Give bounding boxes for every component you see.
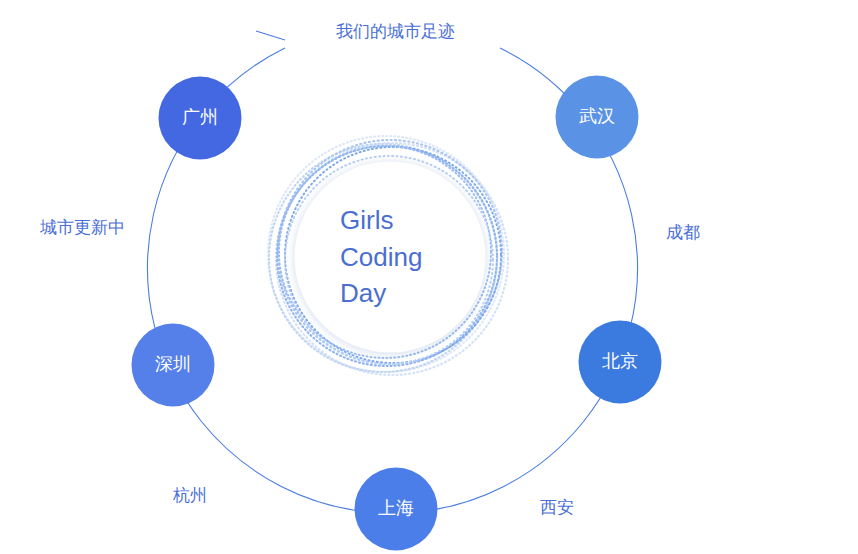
- ring-arrowhead: [256, 31, 285, 40]
- city-circle-fill: [355, 468, 438, 551]
- center-circle: Girls Coding Day: [294, 161, 486, 353]
- diagram-heading: 我们的城市足迹: [334, 20, 457, 43]
- city-name: 广州: [182, 107, 218, 129]
- city-circle: 上海: [354, 467, 438, 551]
- dotted-wave-ring: [268, 136, 508, 375]
- status-label: 城市更新中: [38, 216, 127, 239]
- city-circle-fill: [159, 77, 242, 160]
- city-circle-fill: [132, 324, 215, 407]
- city-circle-fill: [579, 321, 662, 404]
- city-circle: 深圳: [131, 323, 215, 407]
- city-name: 北京: [602, 351, 638, 373]
- center-circle-fill: [295, 162, 486, 353]
- city-name: 上海: [378, 498, 414, 520]
- event-title: Girls Coding Day: [340, 202, 440, 311]
- city-name: 武汉: [579, 106, 615, 128]
- city-label: 西安: [538, 496, 576, 519]
- city-circle: 北京: [578, 320, 662, 404]
- city-circle: 广州: [158, 76, 242, 160]
- city-circle: 武汉: [555, 75, 639, 159]
- city-label: 杭州: [171, 484, 209, 507]
- city-circle-fill: [556, 76, 639, 159]
- city-name: 深圳: [155, 354, 191, 376]
- city-label: 成都: [664, 221, 702, 244]
